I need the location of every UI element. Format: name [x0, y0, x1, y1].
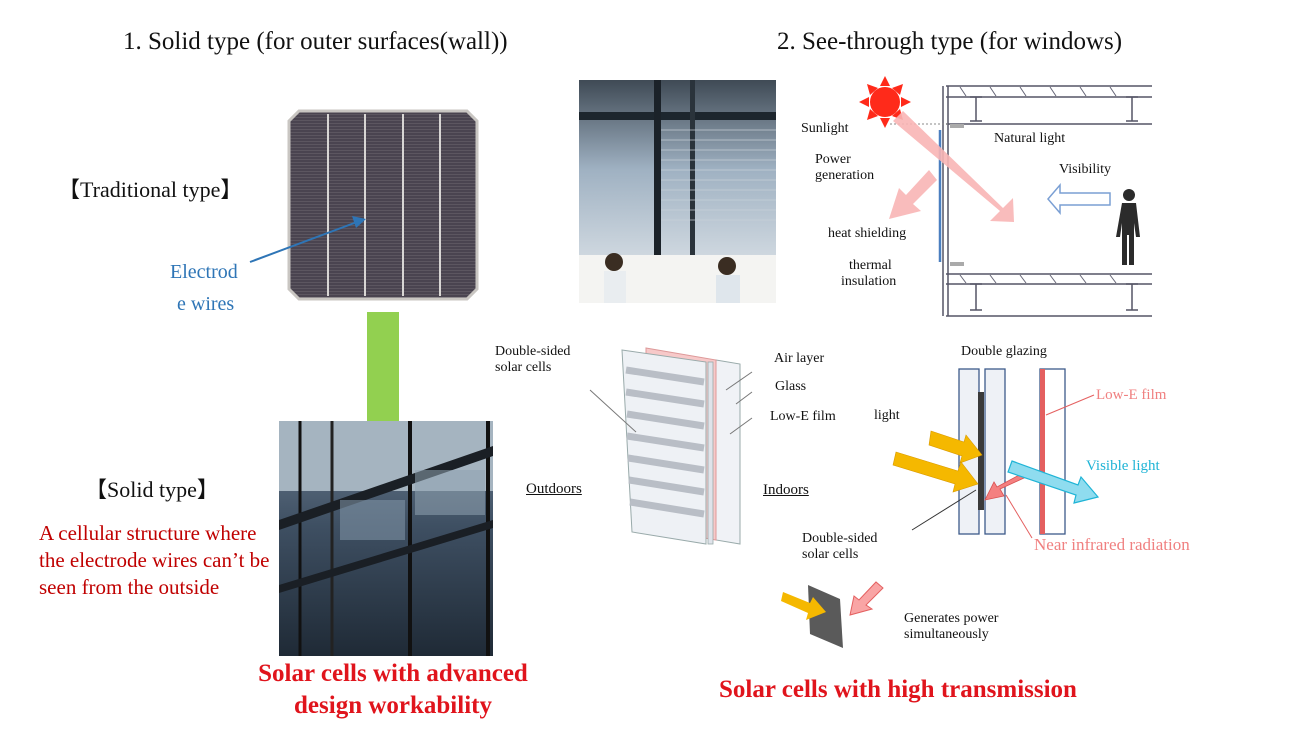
- indoors-label: Indoors: [763, 482, 809, 498]
- solar-cells-label-1: solar cells: [495, 360, 552, 375]
- natural-light-label: Natural light: [994, 131, 1066, 146]
- sunlight-label: Sunlight: [801, 121, 849, 136]
- solid-footer-line2: design workability: [294, 692, 492, 719]
- thermal-insulation-line2: insulation: [841, 274, 897, 289]
- traditional-type-label: 【Traditional type】: [58, 177, 243, 202]
- visibility-label: Visibility: [1059, 162, 1112, 177]
- low-e-film-label-2: Low-E film: [1096, 387, 1167, 403]
- sun-icon: [859, 76, 911, 128]
- thermal-insulation-line1: thermal: [849, 258, 892, 273]
- see-through-footer: Solar cells with high transmission: [719, 676, 1077, 703]
- visible-light-label: Visible light: [1086, 458, 1160, 474]
- glass-label: Glass: [775, 379, 807, 394]
- office-window-photo: [579, 80, 776, 303]
- solid-type-heading: 1. Solid type (for outer surfaces(wall)): [123, 28, 508, 55]
- double-sided-label-1: Double-sided: [495, 344, 571, 359]
- solar-cells-label-2: solar cells: [802, 547, 859, 562]
- see-through-type-heading: 2. See-through type (for windows): [777, 28, 1123, 55]
- double-sided-label-2: Double-sided: [802, 531, 878, 546]
- near-infrared-label: Near infrared radiation: [1034, 535, 1190, 554]
- light-fragment-label: light: [874, 408, 900, 423]
- solid-type-label: 【Solid type】: [85, 477, 219, 502]
- person-icon: [1116, 189, 1140, 265]
- heat-shielding-label: heat shielding: [828, 226, 907, 241]
- power-generation-line2: generation: [815, 168, 875, 183]
- traditional-solar-cell: [287, 109, 479, 301]
- outdoors-label: Outdoors: [526, 481, 582, 497]
- solid-footer-line1: Solar cells with advanced: [258, 660, 528, 687]
- low-e-film-label: Low-E film: [770, 409, 836, 424]
- generates-power-line1: Generates power: [904, 611, 999, 626]
- double-glazing-label: Double glazing: [961, 344, 1047, 359]
- power-generation-line1: Power: [815, 152, 851, 167]
- solid-type-building-photo: [279, 421, 493, 656]
- air-layer-label: Air layer: [774, 351, 825, 366]
- solar-panel-icon: [808, 585, 843, 648]
- solid-type-description: A cellular structure where the electrode…: [39, 521, 270, 599]
- electrode-wires-label-line1: Electrod: [170, 261, 238, 283]
- electrode-wires-label-line2: e wires: [177, 293, 235, 315]
- generates-power-line2: simultaneously: [904, 627, 989, 642]
- visibility-arrow: [1047, 182, 1111, 216]
